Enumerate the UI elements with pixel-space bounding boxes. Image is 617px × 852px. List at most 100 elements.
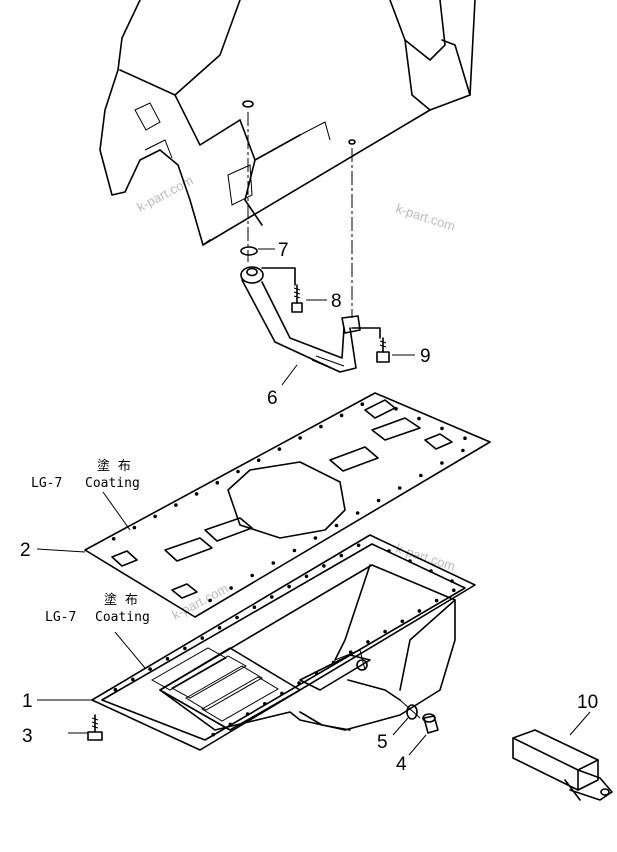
bolt-hole — [339, 413, 344, 418]
gasket-note-jp: 塗 布 — [97, 458, 131, 474]
bolt-hole — [376, 498, 381, 503]
bolt-hole — [314, 671, 319, 675]
bolt-hole — [334, 523, 339, 528]
bolt-hole — [229, 586, 233, 590]
bolt-hole — [208, 598, 212, 603]
leader-lines — [36, 248, 591, 756]
bolt-hole-mark — [348, 139, 356, 145]
callout-6: 6 — [267, 388, 278, 409]
engine-block — [99, 0, 476, 246]
pan-note-word: Coating — [95, 610, 150, 625]
bolt-hole — [339, 553, 344, 558]
pan-coating-note: 塗 布 LG-7 Coating — [45, 592, 150, 625]
bolt-hole — [132, 525, 137, 530]
tool-10 — [512, 729, 613, 801]
bolt-hole — [270, 595, 274, 599]
oil-pan-1 — [91, 534, 476, 751]
bolt-hole — [397, 486, 402, 490]
oring-7 — [240, 246, 258, 256]
bolt-hole — [235, 615, 239, 620]
bolt-hole — [287, 584, 291, 589]
bolt-hole — [297, 681, 301, 685]
bolt-hole — [280, 691, 284, 696]
bolt-hole — [408, 559, 412, 563]
callout-7: 7 — [278, 240, 289, 261]
bolt-hole — [419, 473, 423, 478]
gasket-note-word: Coating — [85, 476, 140, 491]
bolt-hole — [183, 646, 187, 651]
bolt-hole — [331, 660, 336, 665]
bolt-hole — [360, 402, 365, 407]
watermark-2: k-part.com — [394, 201, 457, 234]
bolt-9 — [376, 337, 390, 363]
bolt-hole — [304, 574, 309, 579]
bolt-hole — [417, 416, 421, 421]
callout-10: 10 — [577, 692, 598, 713]
bolt-hole — [298, 436, 302, 440]
bolt-hole — [200, 636, 205, 640]
bolt-hole — [461, 448, 465, 453]
bolt-hole — [217, 626, 222, 630]
bolt-hole — [263, 702, 267, 706]
bolt-hole — [148, 667, 152, 671]
bolt-hole — [252, 605, 257, 609]
pan-bolt-holes — [113, 543, 456, 737]
bolt-3 — [87, 714, 103, 741]
callout-3: 3 — [22, 726, 33, 747]
bolt-hole — [111, 537, 116, 541]
bolt-hole — [417, 609, 422, 613]
bolt-hole — [277, 447, 282, 451]
suction-pipe-6 — [240, 266, 381, 373]
bolt-hole — [250, 573, 254, 578]
bolt-8 — [291, 284, 303, 313]
bolt-hole — [400, 619, 405, 624]
bolt-hole — [463, 436, 467, 441]
callout-numbers: 7 8 9 6 2 1 3 5 4 10 — [20, 240, 598, 775]
bolt-hole — [440, 461, 444, 465]
bolt-hole — [387, 549, 391, 553]
callout-5: 5 — [377, 732, 388, 753]
bolt-hole — [271, 561, 276, 565]
bolt-hole — [452, 588, 456, 593]
gasket-coating-note: 塗 布 LG-7 Coating — [31, 458, 140, 491]
watermark-1: k-part.com — [134, 173, 195, 215]
bolt-hole — [394, 407, 398, 411]
bolt-hole — [356, 543, 361, 548]
bolt-hole — [434, 598, 439, 603]
bolt-hole — [313, 536, 318, 540]
bolt-hole — [292, 548, 297, 553]
bolt-hole — [228, 722, 233, 727]
bolt-hole — [383, 629, 387, 634]
bolt-hole — [322, 564, 326, 568]
oring-top — [242, 100, 254, 108]
bolt-hole — [165, 657, 170, 661]
bolt-hole — [450, 579, 454, 583]
bolt-hole — [211, 732, 215, 737]
bolt-hole — [440, 426, 444, 431]
bolt-hole — [366, 640, 370, 644]
callout-9: 9 — [420, 346, 431, 367]
bolt-hole — [131, 677, 135, 682]
bolt-hole — [355, 511, 360, 515]
callout-2: 2 — [20, 540, 31, 561]
bolt-hole — [256, 458, 261, 463]
bolt-hole — [236, 469, 240, 474]
callout-4: 4 — [396, 754, 407, 775]
bolt-hole — [194, 492, 199, 496]
gasket-bolt-holes — [111, 402, 467, 603]
drain-plug-4 — [422, 713, 439, 734]
bolt-hole — [113, 687, 118, 692]
bolt-hole — [319, 424, 323, 429]
pan-note-code: LG-7 — [45, 610, 76, 625]
callout-8: 8 — [331, 291, 342, 312]
watermarks: k-part.com k-part.com k-part.com k-part.… — [134, 173, 457, 623]
bolt-hole — [215, 480, 220, 485]
pan-note-jp: 塗 布 — [104, 592, 138, 608]
bolt-hole — [348, 650, 353, 654]
gasket-2 — [84, 392, 491, 618]
bolt-hole — [153, 514, 157, 519]
gasket-note-code: LG-7 — [31, 476, 62, 491]
callout-1: 1 — [22, 691, 33, 712]
